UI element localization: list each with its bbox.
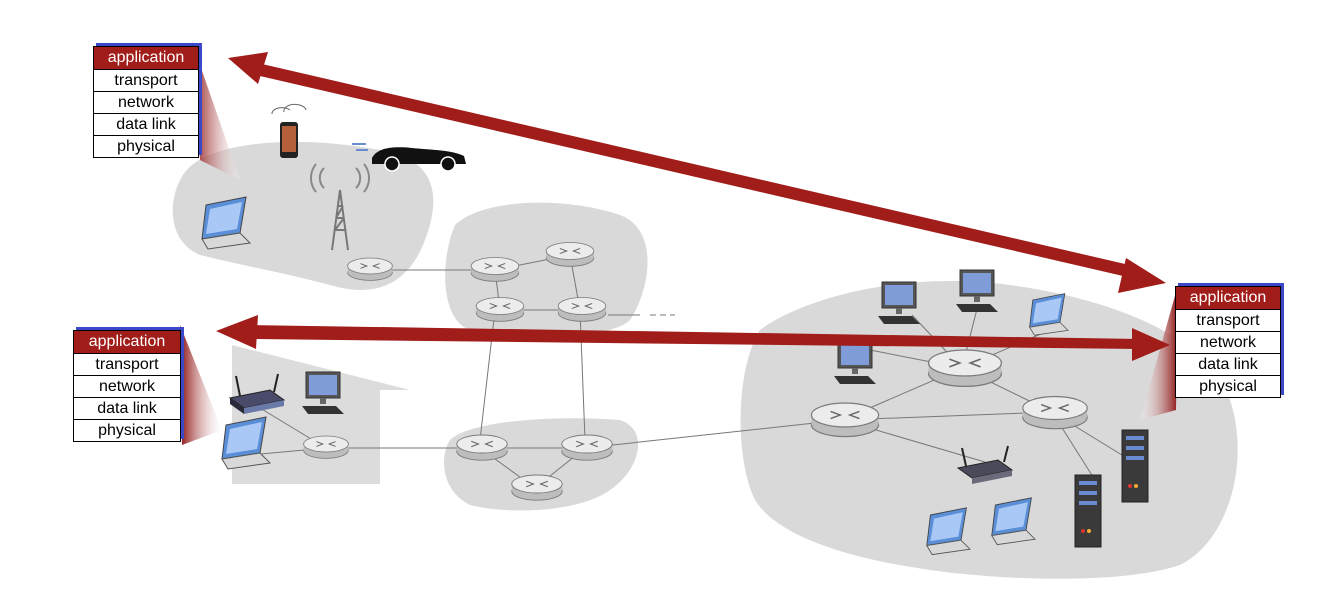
data-link-layer: data link xyxy=(1176,353,1280,375)
server-icon xyxy=(1074,474,1102,548)
network-layer: network xyxy=(74,375,180,397)
protocol-stack-mid-left: application transport network data link … xyxy=(73,330,181,442)
protocol-stack-right: application transport network data link … xyxy=(1175,286,1281,398)
router-icon xyxy=(470,256,520,282)
wifi-router-icon xyxy=(956,445,1014,484)
network-layer: network xyxy=(94,91,198,113)
physical-layer: physical xyxy=(1176,375,1280,397)
desktop-icon xyxy=(301,371,345,415)
stack-funnel-right xyxy=(1140,285,1178,420)
protocol-stack-top-left: application transport network data link … xyxy=(93,46,199,158)
cell-tower-icon xyxy=(309,163,371,251)
router-icon xyxy=(456,434,508,461)
router-icon xyxy=(810,402,880,438)
router-icon xyxy=(303,435,349,459)
desktop-icon xyxy=(955,269,999,313)
network-layer: network xyxy=(1176,331,1280,353)
data-link-layer: data link xyxy=(94,113,198,135)
data-link-layer: data link xyxy=(74,397,180,419)
car-icon xyxy=(352,143,466,172)
physical-layer: physical xyxy=(74,419,180,441)
double-arrow-icon xyxy=(216,315,1170,361)
application-layer: application xyxy=(94,47,198,69)
server-icon xyxy=(1121,429,1149,503)
application-layer: application xyxy=(74,331,180,353)
physical-layer: physical xyxy=(94,135,198,157)
router-icon xyxy=(927,349,1003,388)
router-icon xyxy=(475,296,525,322)
router-icon xyxy=(347,257,393,281)
stack-funnel-mid-left xyxy=(180,325,222,445)
transport-layer: transport xyxy=(94,69,198,91)
application-layer: application xyxy=(1176,287,1280,309)
transport-layer: transport xyxy=(1176,309,1280,331)
router-icon xyxy=(1022,395,1088,430)
router-icon xyxy=(561,434,613,461)
phone-icon xyxy=(271,103,307,158)
stack-funnel-top-left xyxy=(192,42,240,180)
router-icon xyxy=(557,296,607,322)
router-icon xyxy=(545,241,595,267)
double-arrow-icon xyxy=(228,52,1166,293)
router-icon xyxy=(511,474,563,501)
desktop-icon xyxy=(877,281,921,325)
desktop-icon xyxy=(833,341,877,385)
transport-layer: transport xyxy=(74,353,180,375)
wifi-router-icon xyxy=(228,373,286,414)
